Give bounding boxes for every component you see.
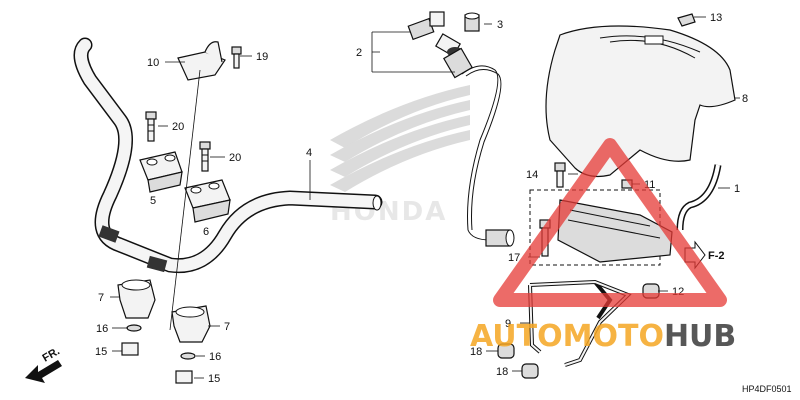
callout-13: 13: [710, 12, 722, 24]
watermark-part1: AUTO: [470, 319, 563, 354]
washer-16-right: [180, 352, 196, 360]
bolt-14: [554, 162, 566, 188]
switch-cable: [461, 65, 499, 241]
svg-text:AUTOMOTOHUB: AUTOMOTOHUB: [470, 319, 736, 354]
upper-holder-6: [184, 179, 231, 223]
lower-holder-7-left: [117, 279, 156, 319]
callout-6: 6: [203, 226, 209, 238]
callout-10: 10: [147, 57, 159, 69]
leader-lines: [110, 16, 740, 379]
callout-17: 17: [508, 252, 520, 264]
washer-16-left: [126, 324, 142, 332]
callout-15-right: 15: [208, 373, 220, 385]
callout-1: 1: [734, 183, 740, 195]
cover-8: [545, 25, 736, 178]
front-indicator: FR.: [25, 345, 62, 383]
callout-20-upper: 20: [172, 121, 184, 133]
cap-3: [464, 12, 480, 32]
watermark-part2: MOTO: [563, 319, 664, 354]
callout-7-right: 7: [224, 321, 230, 333]
handlebar-pipe: [73, 37, 383, 274]
callout-9: 9: [505, 318, 511, 330]
bolt-20-lower: [199, 141, 211, 172]
watermark-logo: AUTOMOTOHUB: [470, 319, 736, 354]
callout-4: 4: [306, 147, 312, 159]
drawing-code: HP4DF0501: [742, 384, 792, 394]
module-box-outline: [529, 189, 661, 266]
bolt-19: [231, 46, 242, 69]
callout-7-left: 7: [98, 292, 104, 304]
upper-holder-5: [139, 151, 183, 193]
honda-wing-logo: HONDA: [330, 85, 470, 227]
ref-arrow-label: F-2: [708, 250, 725, 262]
callout-8: 8: [742, 93, 748, 105]
lower-holder-7-right: [171, 305, 211, 343]
nut-15-left: [121, 342, 139, 356]
clip-13: [677, 13, 696, 27]
callout-18-upper: 18: [470, 346, 482, 358]
callout-15-left: 15: [95, 346, 107, 358]
callout-20-lower: 20: [229, 152, 241, 164]
control-module: [557, 199, 673, 263]
callout-18-lower: 18: [496, 366, 508, 378]
watermark-triangle: [493, 138, 727, 307]
callout-11: 11: [644, 179, 655, 191]
switch-assembly-2: [407, 11, 473, 79]
bolt-20-upper: [145, 111, 157, 142]
callout-14: 14: [526, 169, 538, 181]
callout-3: 3: [497, 19, 503, 31]
rubber-18-lower: [521, 363, 539, 379]
callout-2: 2: [356, 47, 362, 59]
callout-5: 5: [150, 195, 156, 207]
callout-19: 19: [256, 51, 268, 63]
nut-15-right: [175, 370, 193, 384]
callout-16-left: 16: [96, 323, 108, 335]
breather-tube-1: [676, 164, 722, 231]
bracket-10: [177, 41, 226, 81]
watermark-part3: HUB: [664, 319, 736, 354]
callout-16-right: 16: [209, 351, 221, 363]
cable-connector: [485, 229, 515, 247]
